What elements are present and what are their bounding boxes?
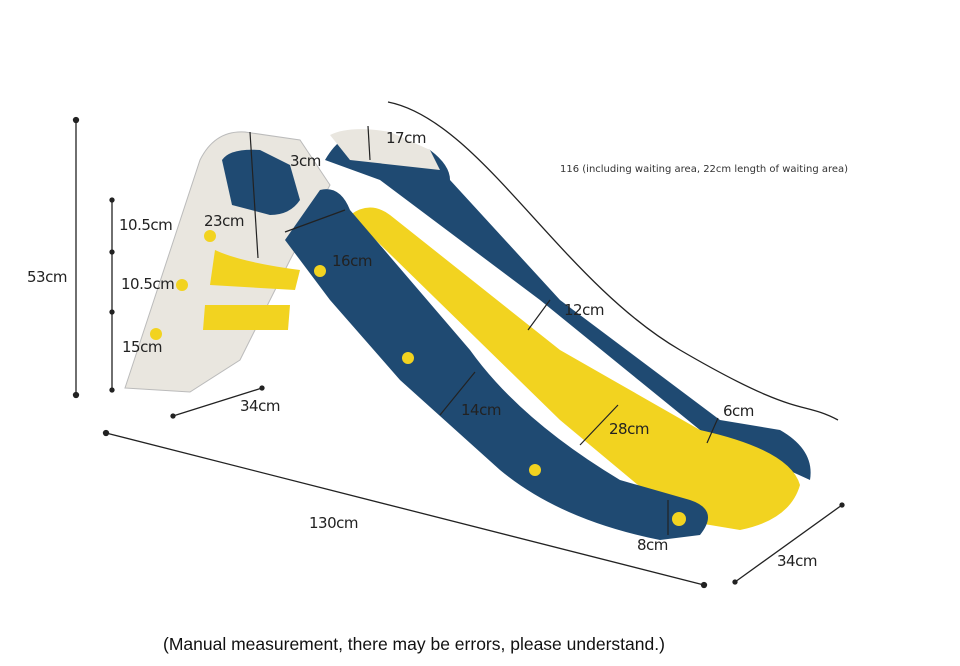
end-width-label: 34cm [777, 552, 817, 570]
end-height-label: 8cm [637, 536, 668, 554]
platform-rim-label: 3cm [290, 152, 321, 170]
platform-height-label: 23cm [204, 212, 244, 230]
slide-length-note: 116 (including waiting area, 22cm length… [560, 164, 849, 175]
step-1-label: 10.5cm [119, 216, 173, 234]
caption: (Manual measurement, there may be errors… [163, 634, 665, 654]
slide-width-label: 28cm [609, 420, 649, 438]
step-2-label: 10.5cm [121, 275, 175, 293]
rail-edge-label: 6cm [723, 402, 754, 420]
rail-height-label: 12cm [564, 301, 604, 319]
side-panel-label: 14cm [461, 401, 501, 419]
side-wall-label: 16cm [332, 252, 372, 270]
total-height-label: 53cm [27, 268, 67, 286]
rail-top-label: 17cm [386, 129, 426, 147]
total-length-label: 130cm [309, 514, 359, 532]
ladder-depth-label: 34cm [240, 397, 280, 415]
step-3-label: 15cm [122, 338, 162, 356]
